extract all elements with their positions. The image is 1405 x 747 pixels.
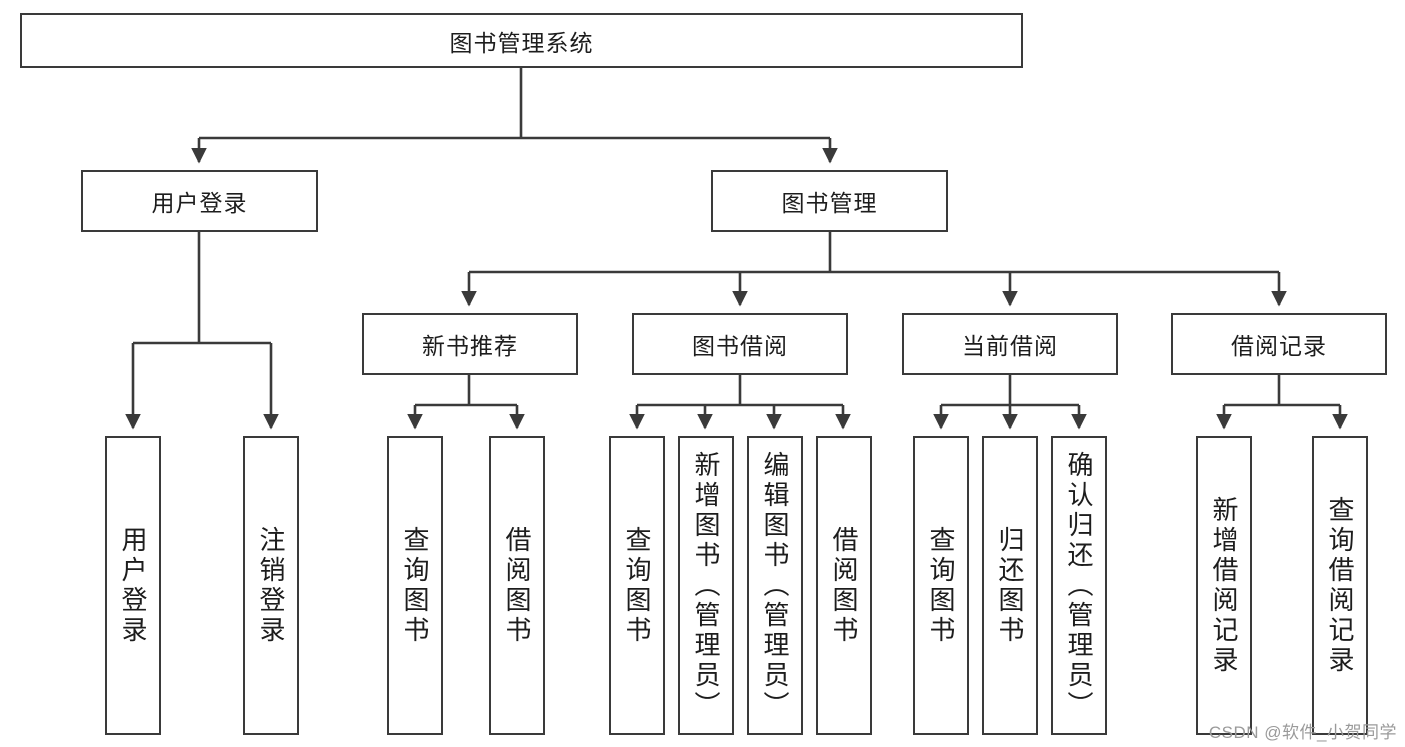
node-label: 新增借阅记录 xyxy=(1209,495,1239,676)
node-label: 编辑图书（管理员） xyxy=(760,450,790,721)
node-label: 注销登录 xyxy=(256,525,286,646)
node-label: 用户登录 xyxy=(151,190,248,216)
node-label: 借阅图书 xyxy=(829,525,859,646)
node-borrowing-record[interactable]: 借阅记录 xyxy=(1171,313,1387,375)
leaf-user-login[interactable]: 用户登录 xyxy=(105,436,161,735)
node-book-borrowing[interactable]: 图书借阅 xyxy=(632,313,848,375)
node-label: 确认归还（管理员） xyxy=(1064,450,1094,721)
leaf-query-borrowing-record[interactable]: 查询借阅记录 xyxy=(1312,436,1368,735)
leaf-borrow-book-recommendation[interactable]: 借阅图书 xyxy=(489,436,545,735)
node-book-management[interactable]: 图书管理 xyxy=(711,170,948,232)
leaf-query-book-recommendation[interactable]: 查询图书 xyxy=(387,436,443,735)
watermark-text: CSDN @软件_小贺同学 xyxy=(1208,723,1397,742)
node-label: 借阅记录 xyxy=(1231,333,1327,359)
node-root-book-management-system[interactable]: 图书管理系统 xyxy=(20,13,1023,68)
leaf-add-book-admin[interactable]: 新增图书（管理员） xyxy=(678,436,734,735)
node-label: 新书推荐 xyxy=(422,333,518,359)
node-label: 借阅图书 xyxy=(502,525,532,646)
leaf-logout[interactable]: 注销登录 xyxy=(243,436,299,735)
leaf-add-borrowing-record[interactable]: 新增借阅记录 xyxy=(1196,436,1252,735)
node-label: 查询图书 xyxy=(622,525,652,646)
node-current-borrowing[interactable]: 当前借阅 xyxy=(902,313,1118,375)
leaf-return-book[interactable]: 归还图书 xyxy=(982,436,1038,735)
leaf-edit-book-admin[interactable]: 编辑图书（管理员） xyxy=(747,436,803,735)
leaf-confirm-return-admin[interactable]: 确认归还（管理员） xyxy=(1051,436,1107,735)
node-label: 查询图书 xyxy=(400,525,430,646)
node-label: 归还图书 xyxy=(995,525,1025,646)
leaf-borrow-book-borrowing[interactable]: 借阅图书 xyxy=(816,436,872,735)
node-new-book-recommendation[interactable]: 新书推荐 xyxy=(362,313,578,375)
node-label: 当前借阅 xyxy=(962,333,1058,359)
node-label: 查询借阅记录 xyxy=(1325,495,1355,676)
node-user-login[interactable]: 用户登录 xyxy=(81,170,318,232)
node-label: 图书管理系统 xyxy=(449,29,594,56)
node-label: 新增图书（管理员） xyxy=(691,450,721,721)
node-label: 查询图书 xyxy=(926,525,956,646)
node-label: 图书管理 xyxy=(781,190,878,216)
leaf-query-book-current[interactable]: 查询图书 xyxy=(913,436,969,735)
node-label: 用户登录 xyxy=(118,525,148,646)
leaf-query-book-borrowing[interactable]: 查询图书 xyxy=(609,436,665,735)
node-label: 图书借阅 xyxy=(692,333,788,359)
